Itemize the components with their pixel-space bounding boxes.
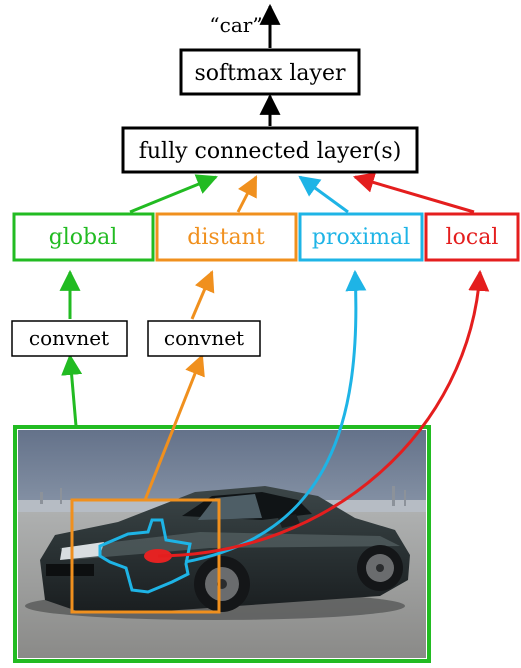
arrow-taillight-to-local xyxy=(157,269,490,558)
softmax-box: softmax layer xyxy=(179,48,361,96)
convnet-distant-label: convnet xyxy=(164,326,244,350)
arrow-distant-region-to-convnet2 xyxy=(143,354,205,501)
car-photo xyxy=(18,430,426,658)
feature-local-box: local xyxy=(424,212,520,262)
fc-label: fully connected layer(s) xyxy=(139,139,402,164)
feature-proximal-box: proximal xyxy=(298,212,424,262)
convnet-distant-box: convnet xyxy=(147,320,261,357)
softmax-label: softmax layer xyxy=(194,61,345,86)
arrow-local-to-fc xyxy=(352,172,475,214)
proximal-region-outline xyxy=(98,518,192,594)
feature-distant-label: distant xyxy=(187,225,265,250)
convnet-global-box: convnet xyxy=(11,320,128,357)
arrow-global-to-fc xyxy=(129,174,218,214)
feature-proximal-label: proximal xyxy=(312,225,410,250)
convnet-global-label: convnet xyxy=(29,326,109,350)
global-region-outline xyxy=(13,425,431,663)
feature-local-label: local xyxy=(446,225,499,250)
output-label: “car” xyxy=(209,13,262,37)
feature-distant-box: distant xyxy=(155,212,298,262)
feature-global-box: global xyxy=(12,212,155,262)
arrow-convnet2-to-distant xyxy=(190,270,215,320)
arrow-proximal-to-fc xyxy=(298,175,349,214)
feature-global-label: global xyxy=(49,225,118,250)
fc-box: fully connected layer(s) xyxy=(121,126,419,174)
arrow-distant-to-fc xyxy=(236,175,258,213)
arrow-image-to-convnet1 xyxy=(61,353,83,427)
